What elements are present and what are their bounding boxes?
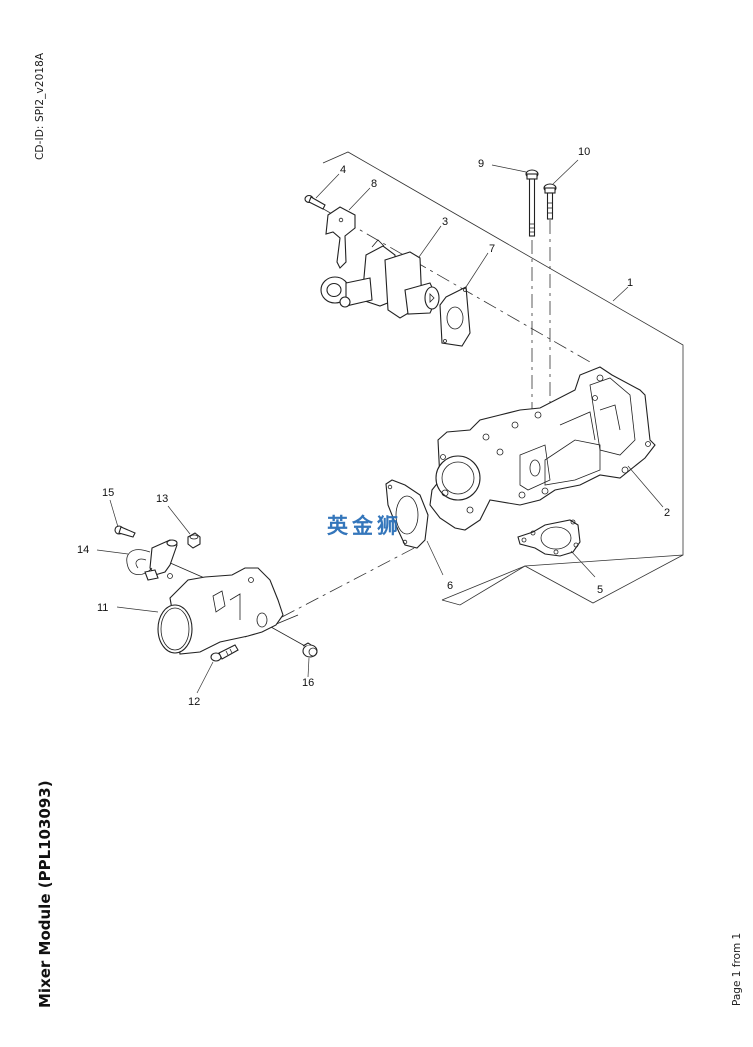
assembly-outline-bottom — [441, 554, 684, 606]
part-12-bolt[interactable] — [210, 644, 239, 662]
callout-12[interactable]: 12 — [188, 696, 200, 708]
part-10-bolt[interactable] — [543, 183, 557, 220]
part-9-bolt[interactable] — [525, 169, 539, 237]
callout-1[interactable]: 1 — [627, 277, 633, 289]
callout-2[interactable]: 2 — [664, 507, 670, 519]
callout-5[interactable]: 5 — [597, 584, 603, 596]
leader-lines — [96, 159, 664, 694]
part-11-inlet-elbow[interactable] — [157, 567, 284, 655]
callout-9[interactable]: 9 — [478, 158, 484, 170]
guide-line-egr — [319, 206, 591, 363]
part-2-manifold-housing[interactable] — [429, 366, 656, 531]
callout-7[interactable]: 7 — [489, 243, 495, 255]
callout-15[interactable]: 15 — [102, 487, 114, 499]
part-4-bolt[interactable] — [304, 194, 326, 210]
part-3-egr-valve[interactable] — [320, 239, 440, 319]
callout-3[interactable]: 3 — [442, 216, 448, 228]
part-5-gasket[interactable] — [517, 519, 581, 557]
callout-14[interactable]: 14 — [77, 544, 89, 556]
callout-13[interactable]: 13 — [156, 493, 168, 505]
part-8-bracket[interactable] — [325, 206, 356, 269]
part-14-sensor[interactable] — [126, 539, 178, 581]
watermark-text: 英金狮 — [327, 514, 402, 538]
assembly-outline — [322, 151, 684, 601]
callout-6[interactable]: 6 — [447, 580, 453, 592]
part-13-nut[interactable] — [187, 532, 201, 549]
callout-4[interactable]: 4 — [340, 164, 346, 176]
part-16-plug[interactable] — [302, 642, 318, 658]
part-15-bolt[interactable] — [114, 525, 136, 538]
callout-10[interactable]: 10 — [578, 146, 590, 158]
part-6-gasket[interactable] — [385, 479, 429, 549]
callout-8[interactable]: 8 — [371, 178, 377, 190]
callout-11[interactable]: 11 — [97, 602, 108, 614]
callout-16[interactable]: 16 — [302, 677, 314, 689]
part-7-gasket[interactable] — [439, 286, 471, 347]
guide-line-elbow — [281, 544, 421, 618]
